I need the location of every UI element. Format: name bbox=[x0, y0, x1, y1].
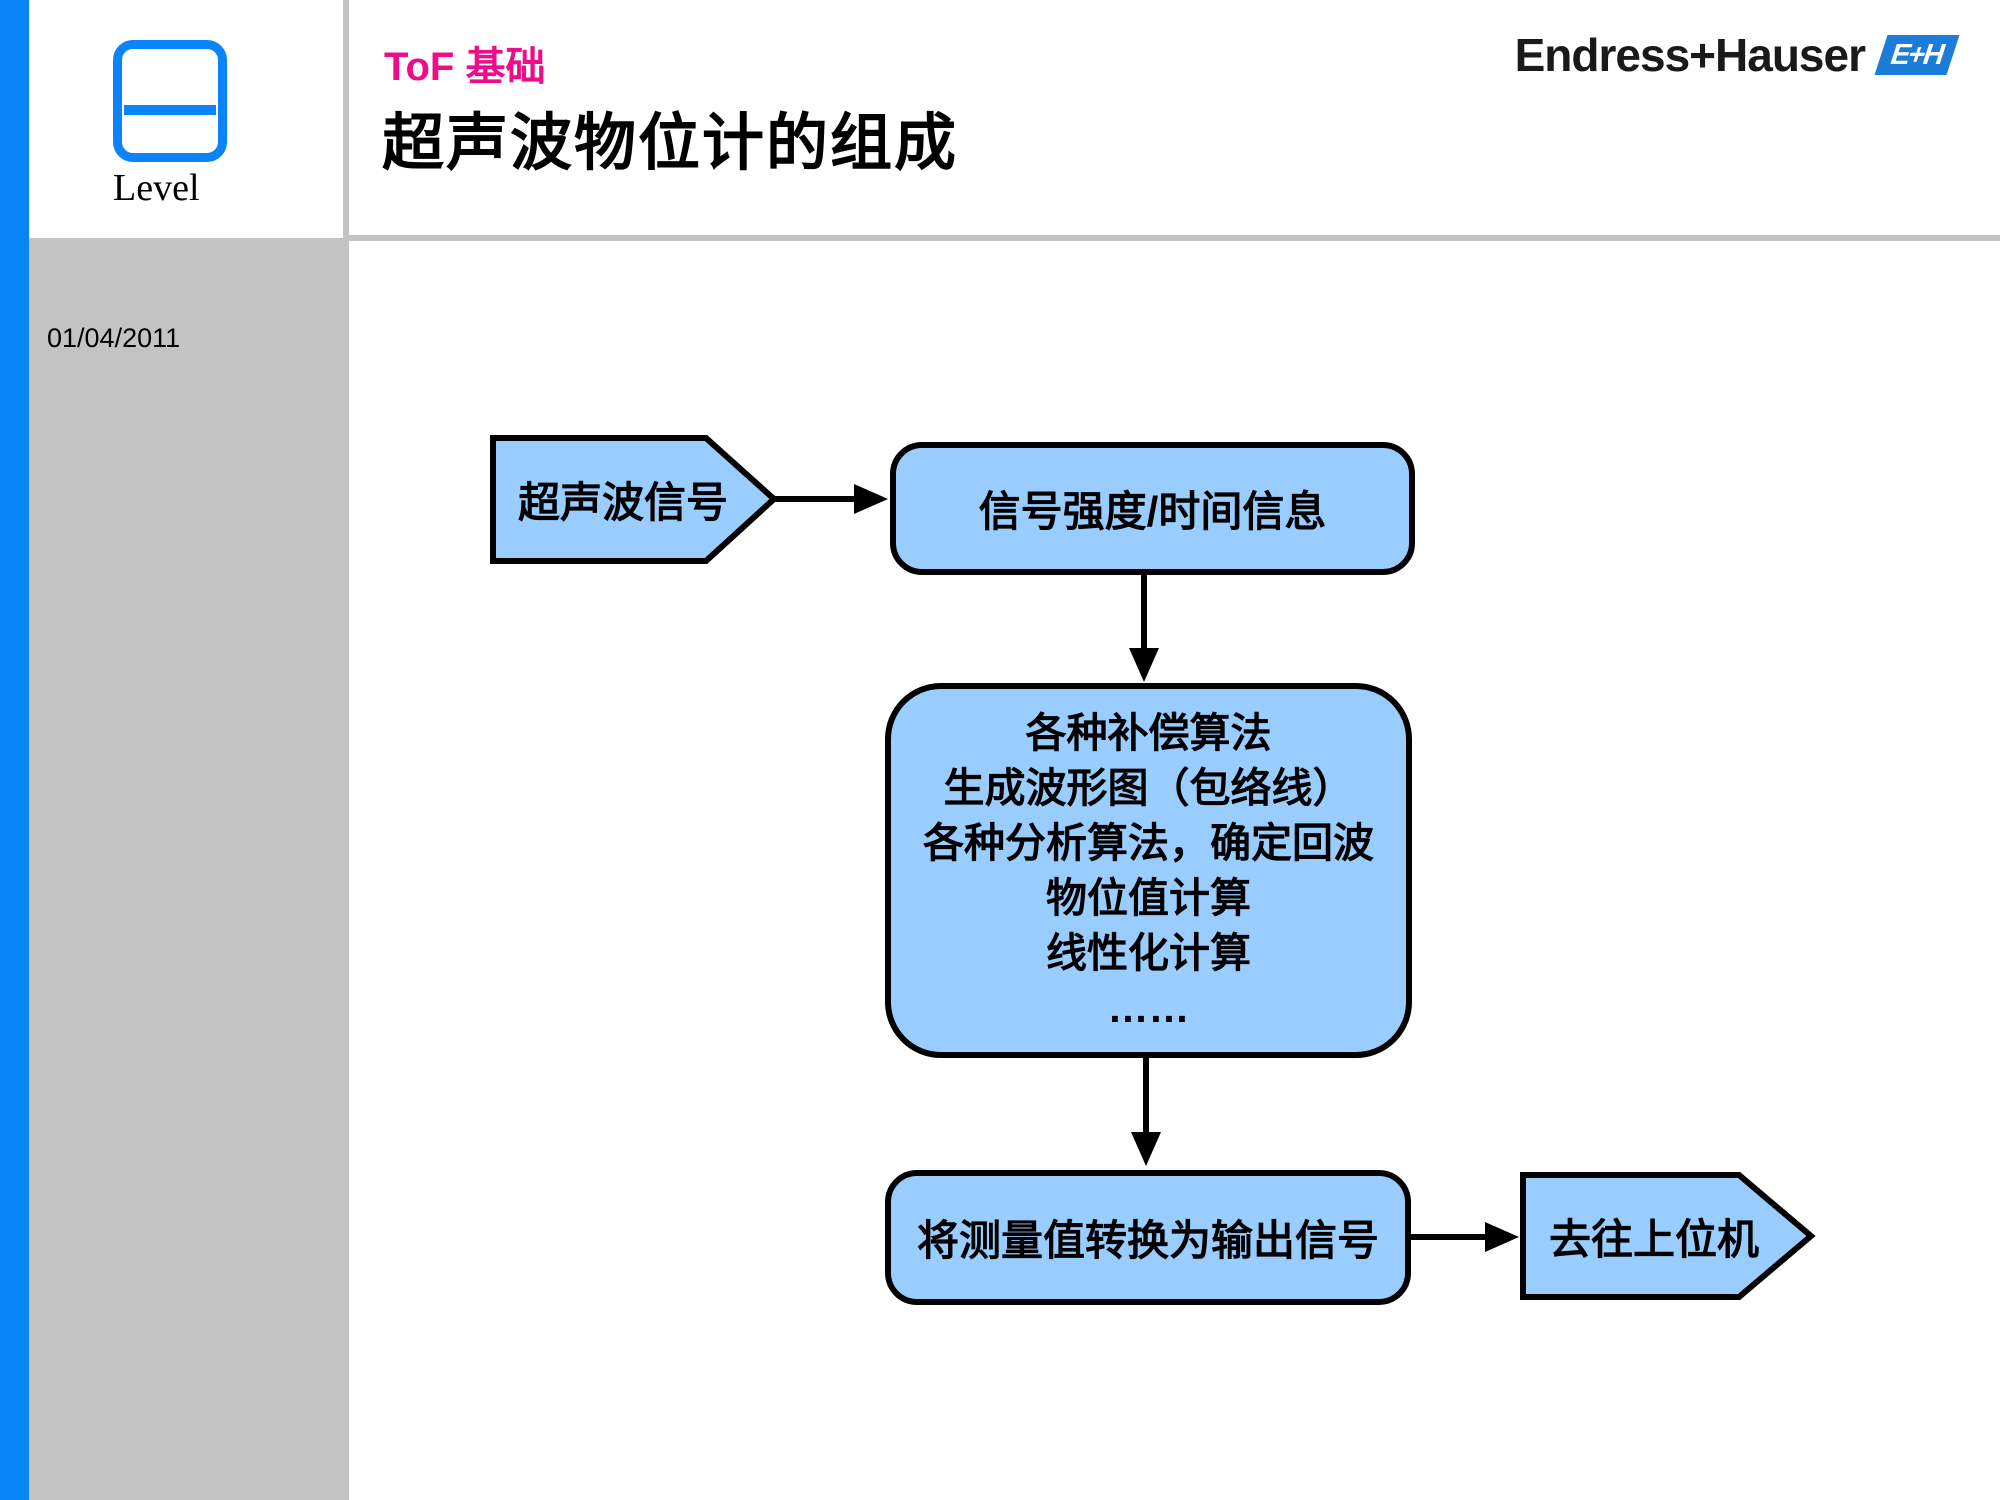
product-line-label: Level bbox=[113, 167, 200, 209]
arrowhead-signal-to-processing-icon bbox=[1129, 648, 1159, 682]
topic-label: ToF 基础 bbox=[384, 45, 546, 89]
processing-box: 各种补偿算法 生成波形图（包络线） 各种分析算法，确定回波 物位值计算 线性化计… bbox=[885, 683, 1412, 1058]
input-signal-pentagon bbox=[490, 435, 779, 564]
arrowhead-processing-to-output-icon bbox=[1131, 1132, 1161, 1166]
accent-bar bbox=[0, 0, 29, 1500]
sidebar: 01/04/2011 bbox=[29, 238, 349, 1500]
input-signal-label: 超声波信号 bbox=[517, 479, 728, 526]
level-gauge-line bbox=[124, 105, 216, 115]
page-title: 超声波物位计的组成 bbox=[382, 109, 959, 178]
date-text: 01/04/2011 bbox=[47, 323, 181, 353]
level-gauge-icon bbox=[113, 40, 227, 162]
to-host-pentagon bbox=[1520, 1172, 1816, 1300]
brand-block: Endress+Hauser E+H bbox=[1514, 28, 1960, 82]
brand-name: Endress+Hauser bbox=[1514, 29, 1866, 81]
to-host-label: 去往上位机 bbox=[1548, 1215, 1759, 1263]
vertical-divider bbox=[343, 0, 349, 241]
product-line-panel: Level bbox=[29, 0, 343, 238]
output-box: 将测量值转换为输出信号 bbox=[885, 1170, 1411, 1305]
arrowhead-input-to-signal-icon bbox=[854, 484, 888, 514]
header-divider bbox=[349, 235, 2000, 241]
signal-info-box: 信号强度/时间信息 bbox=[890, 442, 1415, 575]
arrowhead-output-to-host-icon bbox=[1485, 1222, 1519, 1252]
